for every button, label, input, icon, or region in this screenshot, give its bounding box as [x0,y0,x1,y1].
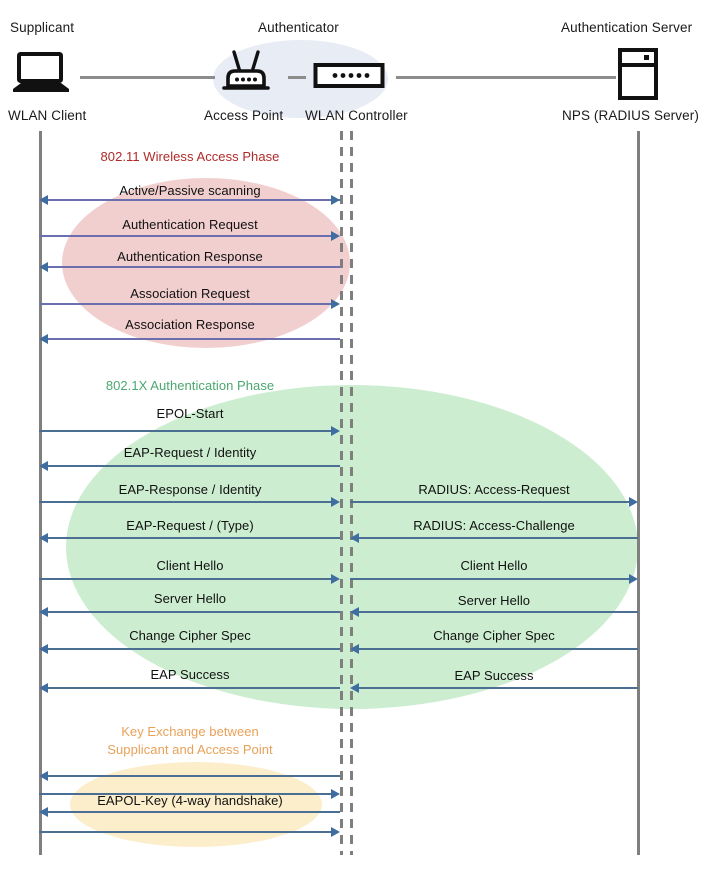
phase-ellipse-wireless [62,178,350,348]
actor-device-access-point: Access Point [204,108,284,123]
msg-label-assoc-request: Association Request [130,286,250,301]
lifeline-auth-server [637,131,640,855]
msg-label-radius-access-request: RADIUS: Access-Request [418,482,570,497]
arrow-line-assoc-response [48,338,340,341]
arrow-line-auth-response [48,266,340,269]
arrowhead-keyexch-1 [39,771,48,781]
link-ap-to-wlc [288,76,306,79]
arrow-line-radius-access-challenge [359,537,638,539]
arrow-line-ccs-right [359,648,638,650]
laptop-icon [11,52,73,102]
arrow-line-scanning [48,199,340,202]
arrowhead-auth-response [39,262,48,272]
arrowhead-auth-request [331,231,340,241]
msg-label-radius-access-challenge: RADIUS: Access-Challenge [413,518,575,533]
msg-label-scanning: Active/Passive scanning [119,183,261,198]
wireless-access-point-icon [218,48,274,103]
arrowhead-radius-access-request [629,497,638,507]
arrowhead-scanning-left [39,195,48,205]
msg-label-assoc-response: Association Response [125,317,255,332]
msg-label-client-hello-left: Client Hello [156,558,224,573]
arrowhead-scanning-right [331,195,340,205]
actor-role-supplicant: Supplicant [10,20,75,35]
arrow-line-ccs-left [48,648,340,650]
msg-label-eap-request-type: EAP-Request / (Type) [126,518,254,533]
msg-label-client-hello-right: Client Hello [460,558,528,573]
arrow-line-eap-request-type [48,537,340,539]
link-wlc-to-nps [396,76,616,79]
msg-label-auth-request: Authentication Request [122,217,258,232]
lifeline-supplicant [39,131,42,855]
arrow-line-auth-request [39,235,331,238]
arrow-line-eap-success-left [48,687,340,689]
arrowhead-radius-access-challenge [350,533,359,543]
arrowhead-eap-response-identity [331,497,340,507]
arrow-line-client-hello-right [350,578,629,580]
link-client-to-ap [80,76,215,79]
msg-label-eap-success-right: EAP Success [454,668,534,683]
arrow-line-eap-success-right [359,687,638,689]
arrowhead-eap-success-left [39,683,48,693]
arrowhead-server-hello-right [350,607,359,617]
arrow-line-eap-response-identity [39,501,331,503]
arrowhead-eap-request-identity [39,461,48,471]
arrowhead-eapol-start [331,426,340,436]
arrowhead-server-hello-left [39,607,48,617]
msg-label-ccs-right: Change Cipher Spec [433,628,555,643]
arrowhead-assoc-request [331,299,340,309]
actor-role-authenticator: Authenticator [258,20,339,35]
actor-role-auth-server: Authentication Server [561,20,693,35]
arrow-line-assoc-request [39,303,331,306]
msg-label-eapol-start: EPOL-Start [156,406,224,421]
msg-label-eap-response-identity: EAP-Response / Identity [118,482,262,497]
actor-device-wlan-client: WLAN Client [8,108,87,123]
phase-caption-keyexchange-line1: Key Exchange between [121,724,259,739]
msg-label-server-hello-right: Server Hello [457,593,531,608]
lifeline-access-point [340,131,343,855]
actor-device-wlan-controller: WLAN Controller [305,108,408,123]
arrow-line-server-hello-right [359,611,638,613]
arrowhead-keyexch-3 [39,807,48,817]
arrowhead-ccs-right [350,644,359,654]
lifeline-wlan-controller [350,131,353,855]
arrow-line-keyexch-4 [39,831,331,833]
msg-label-eap-request-identity: EAP-Request / Identity [123,445,257,460]
arrowhead-keyexch-2 [331,789,340,799]
msg-label-auth-response: Authentication Response [117,249,263,264]
arrowhead-ccs-left [39,644,48,654]
arrowhead-client-hello-left [331,574,340,584]
msg-label-ccs-left: Change Cipher Spec [129,628,251,643]
arrowhead-assoc-response [39,334,48,344]
wlan-controller-icon [313,62,385,94]
arrow-line-keyexch-1 [48,775,340,777]
phase-caption-keyexchange-line2: Supplicant and Access Point [107,742,273,757]
msg-label-eapol-key: EAPOL-Key (4-way handshake) [97,793,283,808]
arrowhead-client-hello-right [629,574,638,584]
arrow-line-server-hello-left [48,611,340,613]
msg-label-eap-success-left: EAP Success [150,667,230,682]
actor-device-nps-radius: NPS (RADIUS Server) [562,108,699,123]
arrowhead-eap-request-type [39,533,48,543]
msg-label-server-hello-left: Server Hello [153,591,227,606]
arrow-line-keyexch-2 [39,793,331,795]
arrow-line-keyexch-3 [48,811,340,813]
arrow-line-eapol-start [39,430,331,432]
arrow-line-client-hello-left [39,578,331,580]
arrowhead-eap-success-right [350,683,359,693]
arrowhead-keyexch-4 [331,827,340,837]
phase-caption-wireless: 802.11 Wireless Access Phase [100,149,280,164]
arrow-line-eap-request-identity [48,465,340,467]
phase-caption-dot1x: 802.1X Authentication Phase [105,378,275,393]
arrow-line-radius-access-request [350,501,629,503]
server-rack-icon [617,48,659,105]
